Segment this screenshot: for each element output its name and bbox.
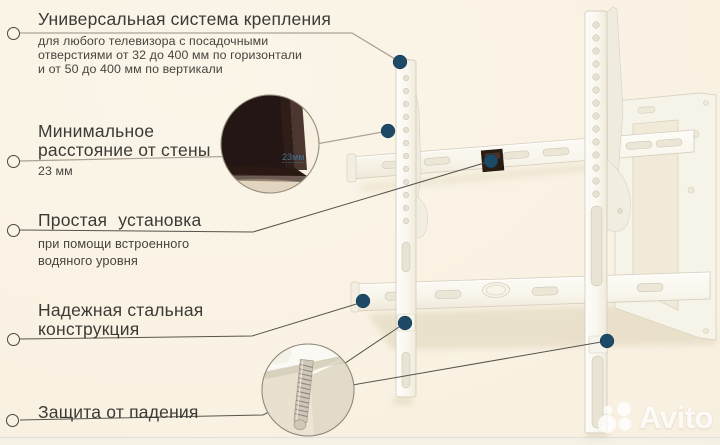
bullet-fall-protection bbox=[5, 413, 19, 427]
left-arm-holes bbox=[402, 74, 410, 225]
line-fall-branch-right bbox=[311, 340, 608, 393]
dot-min-distance bbox=[380, 123, 396, 139]
annotation-steel: Надежная стальная конструкция bbox=[38, 301, 203, 338]
annotation-min-distance: Минимальное расстояние от стены 23 мм bbox=[38, 122, 211, 178]
line-steel bbox=[19, 301, 364, 340]
right-arm bbox=[584, 6, 631, 434]
annotation-universal-desc: для любого телевизора с посадочными отве… bbox=[38, 34, 302, 77]
annotation-title-line: конструкция bbox=[38, 318, 140, 339]
bullet-min-distance bbox=[6, 154, 20, 168]
annotation-title-line: расстояние от стены bbox=[38, 139, 211, 160]
line-universal bbox=[20, 32, 401, 63]
desc-line: для любого телевизора с посадочными bbox=[38, 34, 269, 48]
bullet-easy-install bbox=[6, 223, 20, 237]
annotation-easy-install-desc: при помощи встроенного водяного уровня bbox=[38, 236, 189, 270]
tv-gap-label: 23мм bbox=[282, 152, 304, 162]
dot-steel bbox=[355, 293, 371, 309]
callout-dots bbox=[355, 54, 615, 349]
tv-corner-inset: 23мм bbox=[220, 94, 320, 194]
safety-screw bbox=[293, 359, 314, 431]
bullet-universal bbox=[6, 26, 20, 40]
screw-inset bbox=[261, 343, 355, 437]
dot-fall-right bbox=[599, 333, 615, 349]
wall-mount-bracket bbox=[346, 6, 717, 434]
line-easy-install bbox=[19, 160, 492, 233]
dot-universal bbox=[392, 54, 408, 70]
bullet-steel bbox=[6, 332, 20, 346]
right-arm-holes bbox=[592, 21, 600, 198]
desc-line: отверстиями от 32 до 400 мм по горизонта… bbox=[38, 48, 303, 63]
annotation-title: Простая установка bbox=[38, 210, 202, 230]
annotation-title: Универсальная система крепления bbox=[38, 9, 331, 29]
annotation-fall-protection: Защита от падения bbox=[38, 403, 199, 422]
bottom-edge-strip bbox=[0, 437, 720, 445]
annotation-title: Защита от падения bbox=[38, 402, 199, 422]
annotation-title-line: Минимальное bbox=[38, 121, 155, 141]
dot-water-level bbox=[483, 153, 499, 169]
dot-fall-left bbox=[397, 315, 413, 331]
annotation-title-line: Надежная стальная bbox=[38, 300, 204, 320]
left-arm bbox=[395, 57, 429, 398]
desc-line: при помощи встроенного bbox=[38, 236, 190, 251]
desc-line: водяного уровня bbox=[38, 252, 138, 268]
wall-plate bbox=[614, 92, 717, 341]
annotation-easy-install: Простая установка bbox=[38, 211, 201, 230]
min-distance-value: 23 мм bbox=[38, 164, 73, 178]
annotation-universal: Универсальная система крепления bbox=[38, 10, 331, 29]
desc-line: и от 50 до 400 мм по вертикали bbox=[38, 62, 223, 77]
